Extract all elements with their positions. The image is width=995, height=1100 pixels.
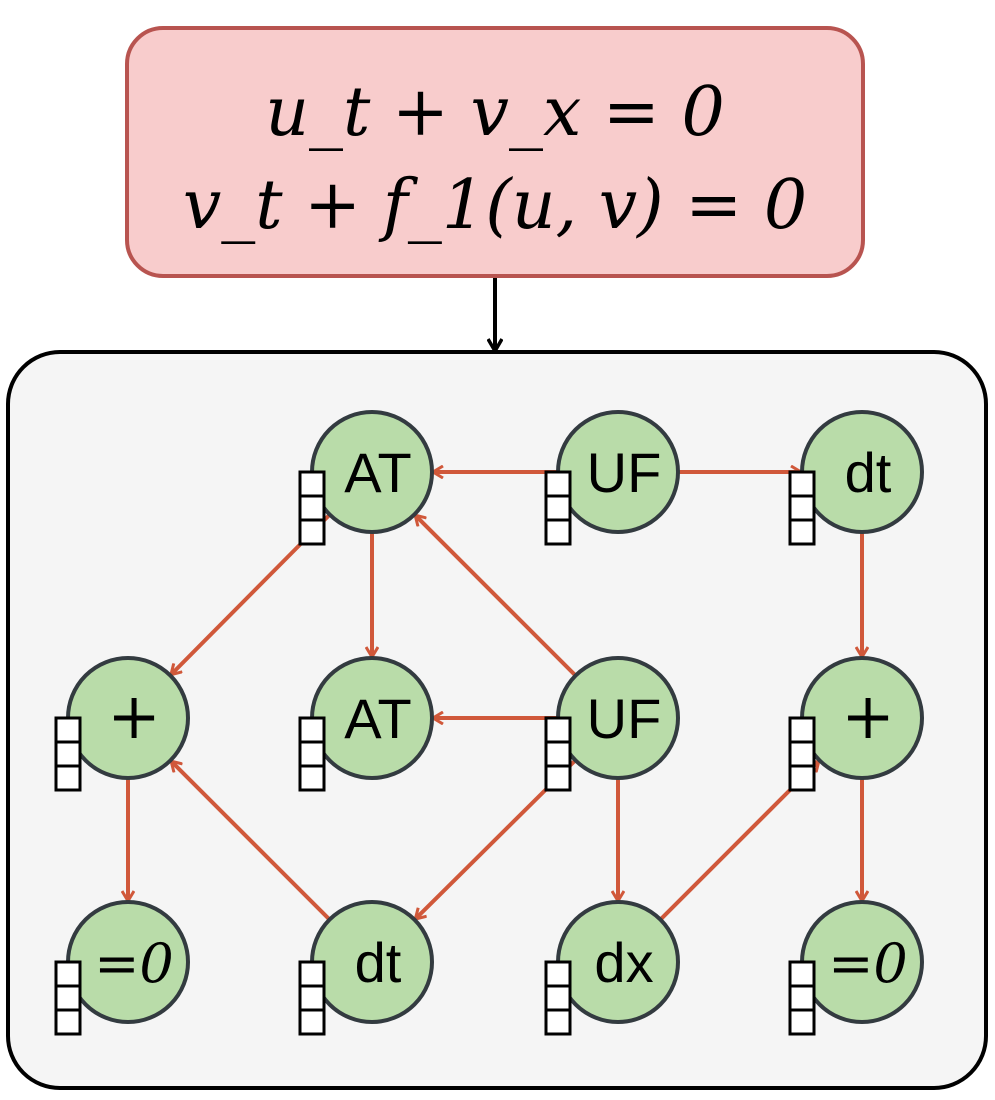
equation-line-1: u_t + v_x = 0	[265, 73, 725, 152]
node-register-cell	[54, 740, 82, 768]
node-register-cell	[788, 494, 816, 522]
node-label: UF	[587, 441, 662, 504]
equation-line-2: v_t + f_1(u, v) = 0	[183, 166, 807, 245]
node-dt2[interactable]: dt	[298, 900, 434, 1036]
node-plus1[interactable]: +	[54, 656, 190, 792]
node-register-cell	[544, 470, 572, 498]
node-register-cell	[298, 518, 326, 546]
node-register-cell	[544, 716, 572, 744]
node-register-cell	[298, 470, 326, 498]
node-dx1[interactable]: dx	[544, 900, 680, 1036]
node-register-cell	[544, 984, 572, 1012]
node-uf2[interactable]: UF	[544, 656, 680, 792]
node-register-cell	[54, 960, 82, 988]
node-register-cell	[544, 764, 572, 792]
node-label: AT	[344, 441, 411, 504]
equation-box-background	[125, 26, 865, 278]
node-register-cell	[54, 984, 82, 1012]
node-register-cell	[788, 518, 816, 546]
graph-edges	[128, 472, 862, 920]
node-register-cell	[544, 960, 572, 988]
node-label: UF	[587, 687, 662, 750]
node-register-cell	[298, 960, 326, 988]
node-label: dx	[594, 931, 653, 994]
node-register-cell	[298, 494, 326, 522]
node-eq0a[interactable]: =0	[54, 900, 190, 1036]
node-register-cell	[544, 518, 572, 546]
node-label: +	[107, 680, 161, 754]
node-register-cell	[788, 960, 816, 988]
node-label: dt	[355, 931, 402, 994]
node-register-cell	[54, 764, 82, 792]
node-register-cell	[298, 716, 326, 744]
node-label: dt	[845, 441, 892, 504]
node-register-cell	[788, 716, 816, 744]
equation-box: u_t + v_x = 0 v_t + f_1(u, v) = 0	[125, 26, 865, 278]
node-register-cell	[54, 1008, 82, 1036]
node-at2[interactable]: AT	[298, 656, 434, 792]
node-dt1[interactable]: dt	[788, 410, 924, 546]
node-register-cell	[544, 740, 572, 768]
node-register-cell	[298, 984, 326, 1012]
graph-nodes: AT UF dt + AT UF + =0 dt dx =0	[54, 410, 924, 1036]
node-eq0b[interactable]: =0	[788, 900, 924, 1036]
node-register-cell	[788, 1008, 816, 1036]
node-at1[interactable]: AT	[298, 410, 434, 546]
node-register-cell	[298, 740, 326, 768]
node-uf1[interactable]: UF	[544, 410, 680, 546]
node-register-cell	[544, 1008, 572, 1036]
node-register-cell	[788, 740, 816, 768]
node-register-cell	[788, 764, 816, 792]
node-register-cell	[298, 1008, 326, 1036]
edge-uf2-to-at1	[416, 516, 577, 677]
node-label: +	[841, 680, 895, 754]
edge-dt2-to-plus1	[172, 762, 331, 921]
node-register-cell	[788, 470, 816, 498]
node-register-cell	[54, 716, 82, 744]
node-label: AT	[344, 687, 411, 750]
node-register-cell	[298, 764, 326, 792]
node-label: =0	[828, 932, 908, 995]
node-plus2[interactable]: +	[788, 656, 924, 792]
node-label: =0	[94, 932, 174, 995]
node-register-cell	[544, 494, 572, 522]
node-register-cell	[788, 984, 816, 1012]
